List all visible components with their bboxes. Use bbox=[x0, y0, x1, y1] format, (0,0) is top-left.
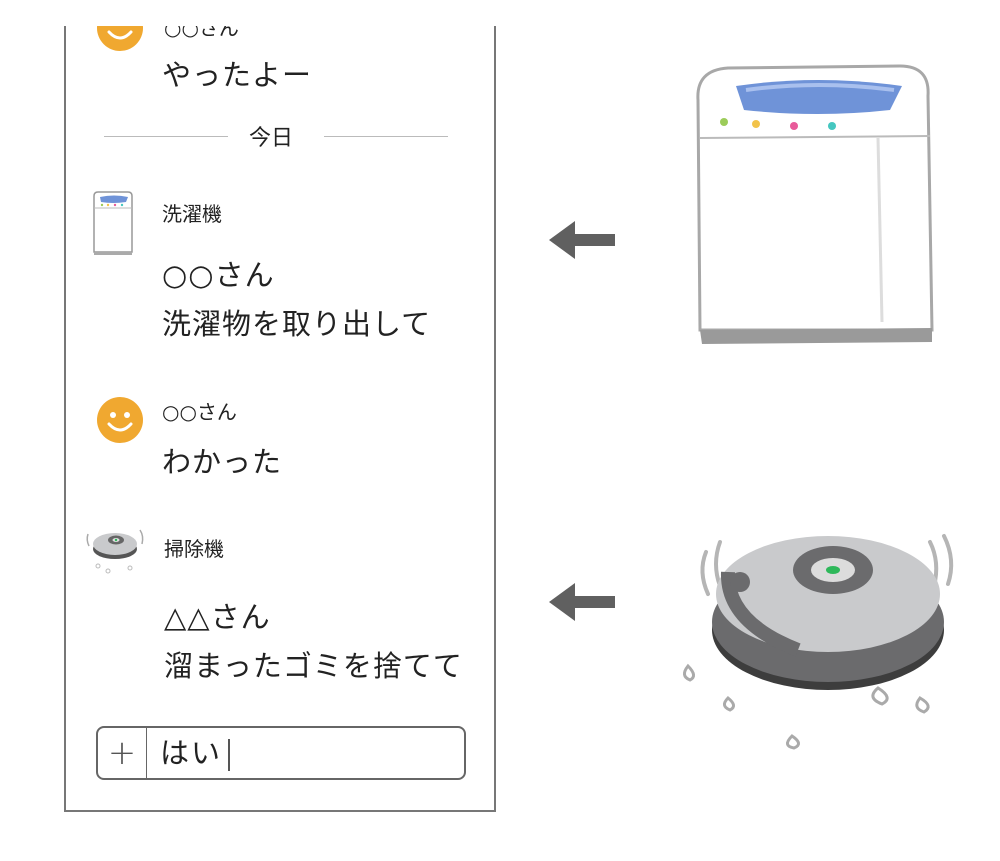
washing-machine-illustration bbox=[696, 64, 934, 344]
arrow-left-icon bbox=[549, 221, 615, 259]
washing-machine-icon bbox=[93, 191, 133, 255]
chat-window: ○○さん やったよー 今日 洗濯機 ○○さん 洗濯物を取り出して ○○さん わか… bbox=[64, 26, 496, 812]
arrow-left-icon bbox=[549, 583, 615, 621]
message-text-line2: 洗濯物を取り出して bbox=[162, 307, 432, 341]
input-value[interactable]: はい bbox=[160, 732, 231, 774]
divider-line-left bbox=[104, 136, 228, 137]
smiley-icon bbox=[97, 397, 143, 443]
message-sender: ○○さん bbox=[164, 26, 239, 40]
divider-line-right bbox=[324, 136, 448, 137]
avatar-robot-vacuum bbox=[84, 522, 146, 584]
avatar-smiley bbox=[96, 26, 144, 56]
message-text: わかった bbox=[162, 445, 283, 479]
message-text-line1: ○○さん bbox=[162, 258, 275, 292]
message-sender: 掃除機 bbox=[164, 537, 224, 561]
message-input[interactable]: + はい bbox=[96, 726, 466, 780]
avatar-smiley bbox=[96, 396, 144, 448]
message-text: やったよー bbox=[162, 58, 313, 92]
avatar-washing-machine bbox=[88, 190, 136, 262]
message-sender: 洗濯機 bbox=[162, 202, 222, 226]
message-sender: ○○さん bbox=[162, 400, 237, 424]
smiley-icon bbox=[97, 26, 143, 51]
plus-icon: + bbox=[107, 733, 137, 773]
date-divider: 今日 bbox=[249, 126, 294, 151]
add-attachment-button[interactable]: + bbox=[98, 728, 147, 778]
message-text-line2: 溜まったゴミを捨てて bbox=[164, 649, 463, 683]
message-text-line1: △△さん bbox=[164, 600, 271, 634]
text-caret bbox=[228, 739, 231, 771]
robot-vacuum-illustration bbox=[683, 534, 954, 750]
input-text: はい bbox=[160, 736, 223, 770]
robot-vacuum-icon bbox=[86, 529, 144, 574]
